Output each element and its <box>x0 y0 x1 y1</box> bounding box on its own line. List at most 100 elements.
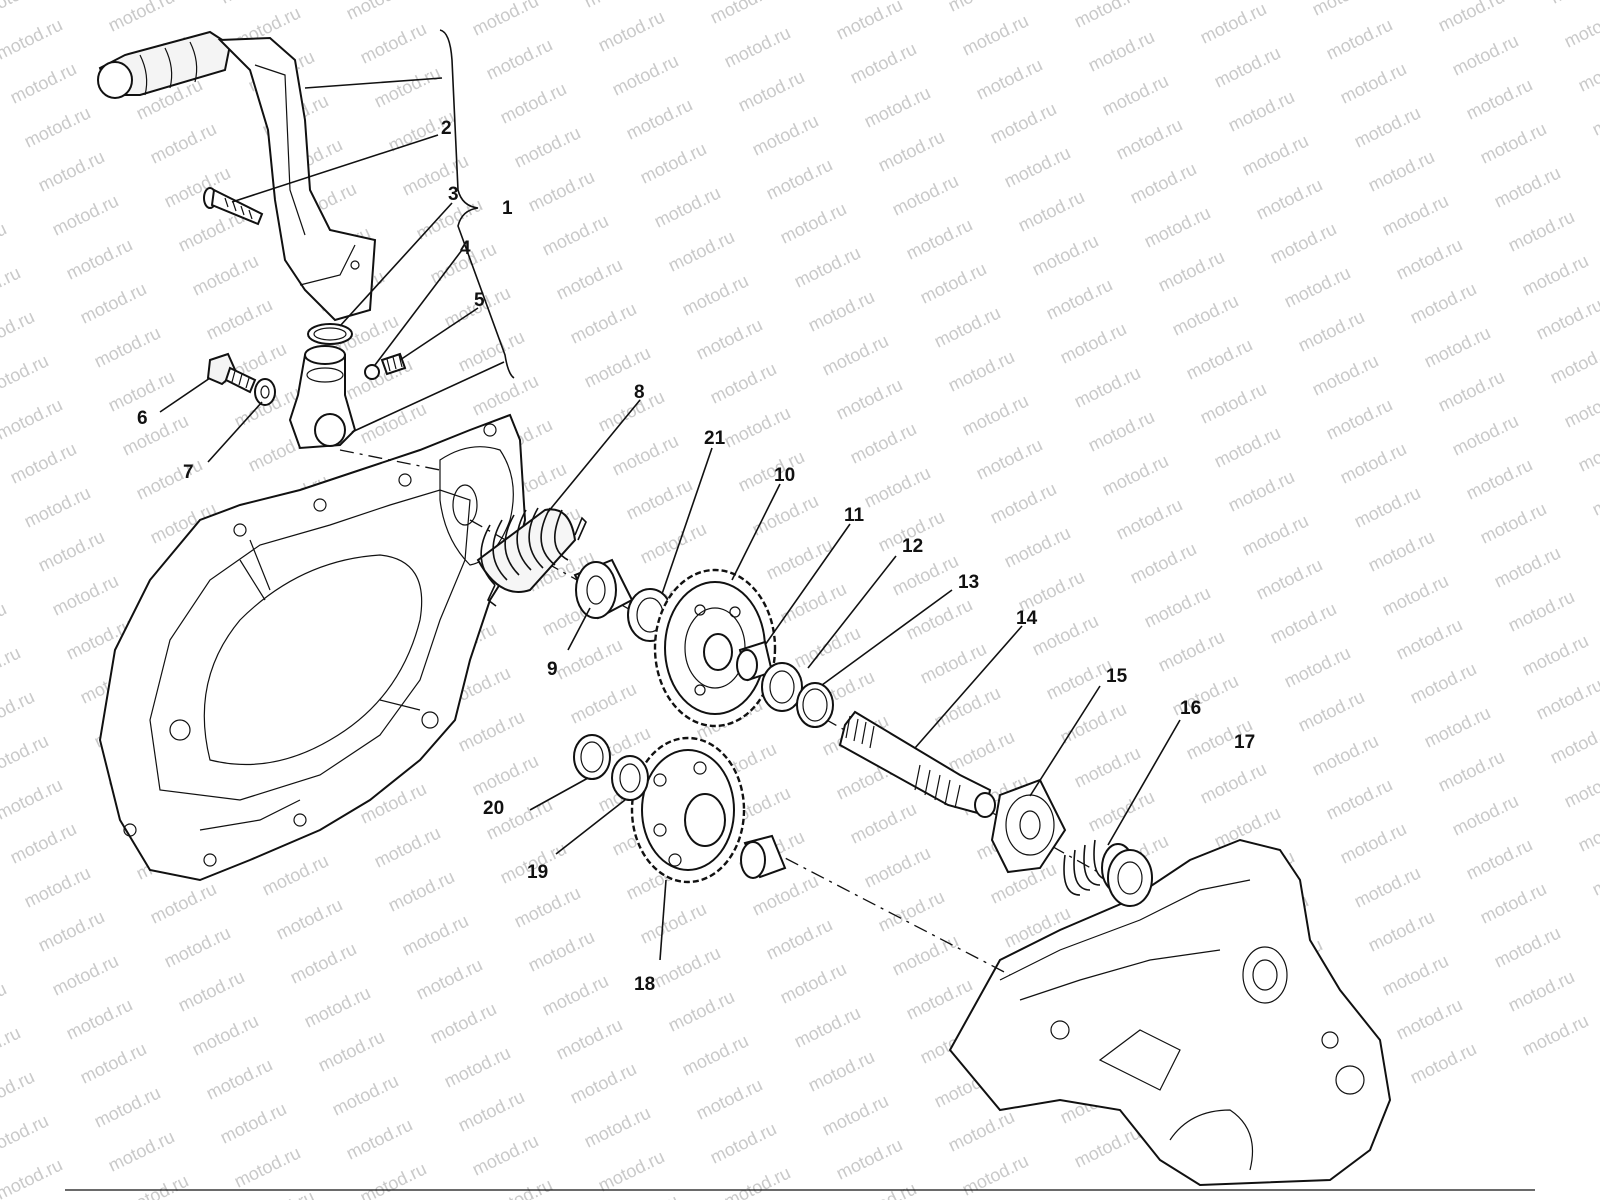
watermark-text: motod.ru <box>1533 294 1600 343</box>
watermark-text: motod.ru <box>385 866 458 915</box>
watermark-text: motod.ru <box>147 878 220 927</box>
watermark-text: motod.ru <box>7 818 80 867</box>
watermark-text: motod.ru <box>245 1186 318 1200</box>
watermark-text: motod.ru <box>259 850 332 899</box>
callout-16: 16 <box>1180 698 1201 719</box>
watermark-text: motod.ru <box>1071 362 1144 411</box>
watermark-text: motod.ru <box>525 926 598 975</box>
watermark-text: motod.ru <box>1057 318 1130 367</box>
watermark-text: motod.ru <box>679 270 752 319</box>
watermark-text: motod.ru <box>0 350 52 399</box>
watermark-text: motod.ru <box>1533 674 1600 723</box>
side-cover-outline <box>98 413 527 882</box>
watermark-text: motod.ru <box>777 198 850 247</box>
watermark-text: motod.ru <box>1155 246 1228 295</box>
watermark-text: motod.ru <box>819 330 892 379</box>
watermark-text: motod.ru <box>1589 470 1600 519</box>
watermark-text: motod.ru <box>49 950 122 999</box>
watermark-text: motod.ru <box>1477 878 1550 927</box>
callout-15: 15 <box>1106 666 1128 687</box>
watermark-text: motod.ru <box>469 0 542 40</box>
watermark-text: motod.ru <box>721 22 794 71</box>
watermark-text: motod.ru <box>1393 994 1466 1043</box>
watermark-text: motod.ru <box>791 242 864 291</box>
watermark-text: motod.ru <box>1351 862 1424 911</box>
watermark-text: motod.ru <box>357 18 430 67</box>
watermark-text: motod.ru <box>7 438 80 487</box>
washer-12 <box>761 662 803 712</box>
watermark-text: motod.ru <box>931 302 1004 351</box>
watermark-text: motod.ru <box>1449 410 1522 459</box>
watermark-text: motod.ru <box>777 958 850 1007</box>
callout-5: 5 <box>474 290 485 311</box>
watermark-text: motod.ru <box>0 1066 38 1115</box>
watermark-text: motod.ru <box>1561 382 1600 431</box>
watermark-text: motod.ru <box>0 262 24 311</box>
watermark-text: motod.ru <box>1295 686 1368 735</box>
watermark-text: motod.ru <box>175 966 248 1015</box>
watermark-text: motod.ru <box>749 110 822 159</box>
watermark-text: motod.ru <box>301 982 374 1031</box>
watermark-text: motod.ru <box>861 462 934 511</box>
callout-1: 1 <box>502 198 513 219</box>
watermark-text: motod.ru <box>945 1106 1018 1155</box>
watermark-text: motod.ru <box>147 118 220 167</box>
watermark-text: motod.ru <box>441 1042 514 1091</box>
watermark-text: motod.ru <box>357 398 430 447</box>
watermark-text: motod.ru <box>889 930 962 979</box>
watermark-text: motod.ru <box>217 1098 290 1147</box>
watermark-text: motod.ru <box>945 726 1018 775</box>
watermark-text: motod.ru <box>273 894 346 943</box>
watermark-text: motod.ru <box>119 1170 192 1200</box>
watermark-text: motod.ru <box>1505 586 1578 635</box>
watermark-text: motod.ru <box>287 938 360 987</box>
watermark-text: motod.ru <box>1421 322 1494 371</box>
watermark-text: motod.ru <box>63 234 136 283</box>
watermark-text: motod.ru <box>665 986 738 1035</box>
watermark-text: motod.ru <box>1589 90 1600 139</box>
callout-3: 3 <box>448 184 459 205</box>
watermark-text: motod.ru <box>917 258 990 307</box>
watermark-text: motod.ru <box>1351 482 1424 531</box>
callout-7: 7 <box>183 462 194 483</box>
watermark-text: motod.ru <box>1127 538 1200 587</box>
watermark-text: motod.ru <box>861 842 934 891</box>
watermark-text: motod.ru <box>567 1058 640 1107</box>
watermark-text: motod.ru <box>0 686 38 735</box>
watermark-text: motod.ru <box>889 170 962 219</box>
watermark-text: motod.ru <box>1113 114 1186 163</box>
callout-13: 13 <box>958 572 979 593</box>
watermark-text: motod.ru <box>945 346 1018 395</box>
watermark-text: motod.ru <box>1589 850 1600 899</box>
watermark-text: motod.ru <box>119 410 192 459</box>
watermark-text: motod.ru <box>35 526 108 575</box>
watermark-text: motod.ru <box>1561 762 1600 811</box>
watermark-text: motod.ru <box>91 1082 164 1131</box>
watermark-text: motod.ru <box>399 910 472 959</box>
watermark-text: motod.ru <box>49 190 122 239</box>
watermark-text: motod.ru <box>469 370 542 419</box>
watermark-text: motod.ru <box>1519 630 1592 679</box>
watermark-text: motod.ru <box>1519 250 1592 299</box>
callout-12: 12 <box>902 536 923 557</box>
watermark-text: motod.ru <box>231 1142 304 1191</box>
watermark-text: motod.ru <box>749 490 822 539</box>
watermark-text: motod.ru <box>847 1178 920 1200</box>
callout-10: 10 <box>774 465 795 486</box>
watermark-text: motod.ru <box>0 306 38 355</box>
circlip-20 <box>573 734 611 780</box>
watermark-text: motod.ru <box>1463 74 1536 123</box>
watermark-text: motod.ru <box>959 1150 1032 1199</box>
bushing-9 <box>573 558 634 620</box>
watermark-text: motod.ru <box>343 354 416 403</box>
watermark-text: motod.ru <box>1323 774 1396 823</box>
watermark-text: motod.ru <box>1239 510 1312 559</box>
watermark-text: motod.ru <box>0 978 10 1027</box>
callout-14: 14 <box>1016 608 1038 629</box>
watermark-text: motod.ru <box>1239 130 1312 179</box>
watermark-text: motod.ru <box>1435 746 1508 795</box>
watermark-text: motod.ru <box>1113 494 1186 543</box>
watermark-text: motod.ru <box>959 10 1032 59</box>
watermark-text: motod.ru <box>693 1074 766 1123</box>
watermark-text: motod.ru <box>1463 834 1536 883</box>
